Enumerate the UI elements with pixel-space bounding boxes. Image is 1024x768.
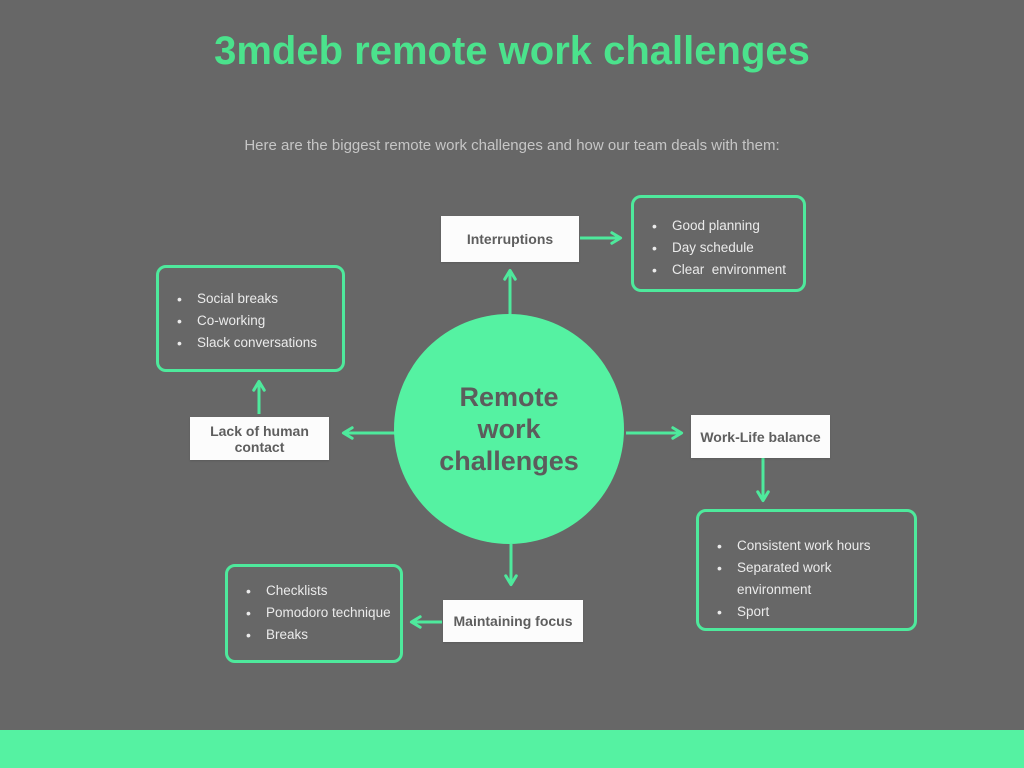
footer-accent-bar bbox=[0, 730, 1024, 768]
tip-item: Slack conversations bbox=[167, 332, 334, 354]
tip-item: Co-working bbox=[167, 310, 334, 332]
tips-box-maintaining-focus: Checklists Pomodoro technique Breaks bbox=[225, 564, 403, 663]
tip-item: Sport bbox=[707, 601, 906, 623]
tip-item: Separated work environment bbox=[707, 557, 906, 601]
tips-box-work-life-balance: Consistent work hours Separated work env… bbox=[696, 509, 917, 631]
tips-box-interruptions: Good planning Day schedule Clear environ… bbox=[631, 195, 806, 292]
center-node-label-line: challenges bbox=[439, 446, 579, 476]
center-node-label-line: work bbox=[477, 414, 541, 444]
tip-item: Social breaks bbox=[167, 288, 334, 310]
tip-item: Consistent work hours bbox=[707, 535, 906, 557]
tip-item: Breaks bbox=[236, 624, 392, 646]
center-node-label-line: Remote bbox=[459, 382, 559, 412]
node-label-maintaining-focus: Maintaining focus bbox=[443, 600, 583, 642]
node-label-text: Lack of human contact bbox=[210, 422, 309, 455]
tip-item: Day schedule bbox=[642, 237, 795, 259]
page-title: 3mdeb remote work challenges bbox=[214, 29, 810, 73]
tip-item: Clear environment bbox=[642, 259, 795, 281]
center-node: Remote work challenges bbox=[394, 314, 624, 544]
node-label-work-life-balance: Work-Life balance bbox=[691, 415, 830, 458]
tip-item: Pomodoro technique bbox=[236, 602, 392, 624]
node-label-text: Maintaining focus bbox=[453, 613, 573, 629]
page-subtitle: Here are the biggest remote work challen… bbox=[244, 137, 780, 154]
tip-item: Checklists bbox=[236, 580, 392, 602]
node-label-lack-of-human-contact: Lack of human contact bbox=[190, 417, 329, 460]
node-label-text: Work-Life balance bbox=[700, 428, 821, 445]
tip-item: Good planning bbox=[642, 215, 795, 237]
node-label-text: Interruptions bbox=[466, 231, 554, 247]
tips-box-lack-of-human-contact: Social breaks Co-working Slack conversat… bbox=[156, 265, 345, 372]
node-label-interruptions: Interruptions bbox=[441, 216, 579, 262]
